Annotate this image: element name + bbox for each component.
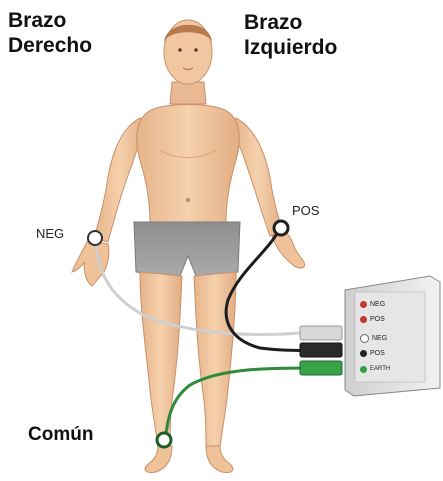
label-left-arm: Brazo Izquierdo <box>244 10 337 60</box>
electrode-pos <box>274 221 288 235</box>
torso <box>137 105 240 223</box>
device-row-label: POS <box>370 350 385 357</box>
label-neg: NEG <box>36 226 64 241</box>
electrode-common <box>157 433 171 447</box>
device-row-label: POS <box>370 316 385 323</box>
device-row-label: NEG <box>370 301 385 308</box>
plug-black <box>300 343 342 357</box>
device-row: NEG <box>360 332 387 344</box>
left-arm <box>232 118 284 236</box>
left-foot <box>206 446 233 473</box>
right-foot <box>145 446 172 473</box>
device-row-label: EARTH <box>370 366 390 372</box>
plug-white <box>300 326 342 340</box>
red-indicator-icon <box>360 301 367 308</box>
green-indicator-icon <box>360 366 367 373</box>
label-left-arm-line2: Izquierdo <box>244 35 337 60</box>
shorts <box>134 222 240 276</box>
label-left-arm-line1: Brazo <box>244 10 337 35</box>
label-right-arm-line1: Brazo <box>8 8 92 33</box>
device-row: POS <box>360 347 385 359</box>
label-right-arm: Brazo Derecho <box>8 8 92 58</box>
electrode-neg <box>88 231 102 245</box>
device-row: POS <box>360 313 385 325</box>
neck <box>170 82 206 104</box>
cable-common-green <box>165 368 340 440</box>
right-hand <box>72 240 109 286</box>
label-right-arm-line2: Derecho <box>8 33 92 58</box>
label-pos: POS <box>292 203 319 218</box>
device-row: NEG <box>360 298 385 310</box>
white-indicator-icon <box>360 334 369 343</box>
red-indicator-icon <box>360 316 367 323</box>
device-panel: NEG POS NEG POS EARTH <box>356 292 426 382</box>
black-indicator-icon <box>360 350 367 357</box>
label-common: Común <box>28 424 93 446</box>
device-row: EARTH <box>360 363 390 375</box>
right-leg <box>140 272 182 448</box>
device-row-label: NEG <box>372 335 387 342</box>
plug-green <box>300 361 342 375</box>
